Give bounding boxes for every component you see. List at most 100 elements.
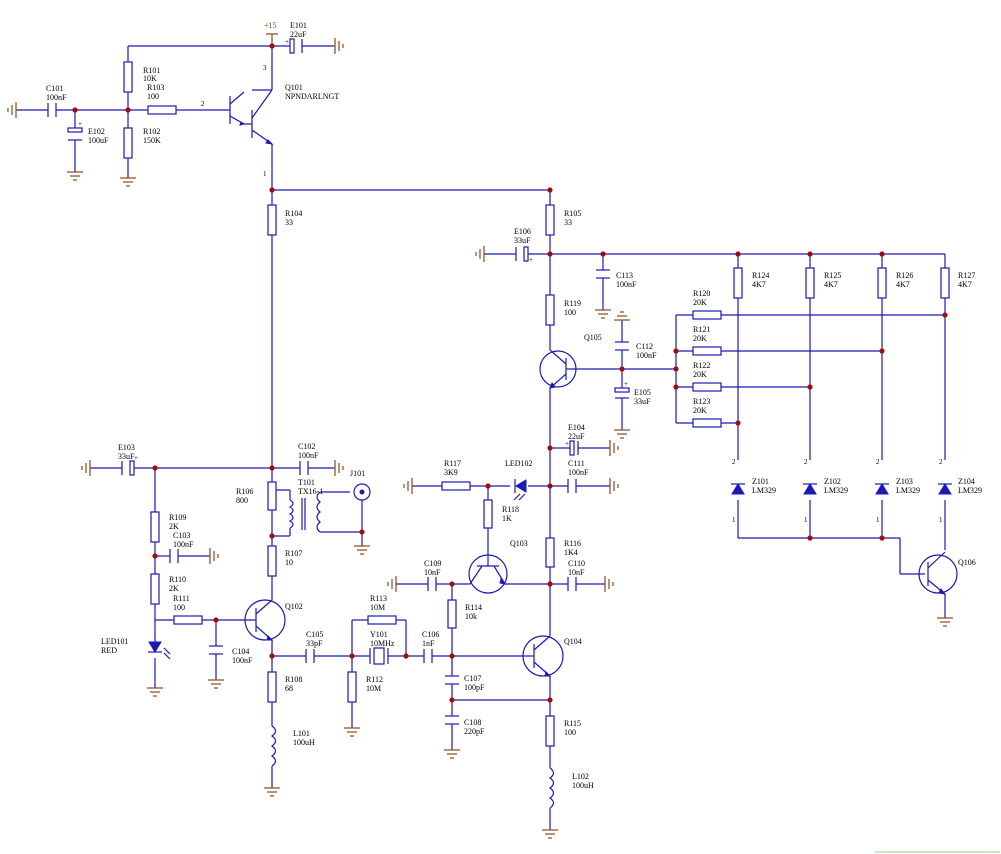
inductor-l102 xyxy=(548,767,555,809)
resistor-r119 xyxy=(545,294,555,326)
ground-symbol xyxy=(403,478,413,494)
r105-value: 33 xyxy=(564,218,572,227)
c104-value: 100nF xyxy=(232,656,253,665)
r117-value: 3K9 xyxy=(444,468,458,477)
zener-z101 xyxy=(731,483,745,495)
c102-ref: C102 xyxy=(298,442,315,451)
electrolytic-e104: + xyxy=(565,440,579,456)
r117-ref: R117 xyxy=(444,459,461,468)
resistor-r102 xyxy=(123,127,133,159)
c112-ref: C112 xyxy=(636,342,653,351)
capacitor-c109 xyxy=(427,577,437,591)
z101-value: LM329 xyxy=(752,486,776,495)
transistor-q103 xyxy=(468,554,508,594)
wires xyxy=(16,45,946,830)
r124-ref: R124 xyxy=(752,271,769,280)
r106-ref: R106 xyxy=(236,487,253,496)
ground-symbol xyxy=(209,548,219,564)
l101-ref: L101 xyxy=(293,729,310,738)
electrolytic-e103: + xyxy=(121,454,138,476)
r109-ref: R109 xyxy=(169,513,186,522)
resistor-r108 xyxy=(267,671,277,703)
resistor-r109 xyxy=(150,511,160,543)
r118-value: 1K xyxy=(502,514,512,523)
led-led101 xyxy=(148,641,171,660)
r103-value: 100 xyxy=(147,92,159,101)
r125-value: 4K7 xyxy=(824,280,838,289)
svg-text:+: + xyxy=(565,440,569,448)
ground-symbol xyxy=(609,478,619,494)
svg-text:2: 2 xyxy=(732,458,736,466)
e106-ref: E106 xyxy=(514,227,531,236)
transistor-q106 xyxy=(918,551,958,595)
ground-symbol xyxy=(595,309,611,319)
resistor-r124 xyxy=(733,267,743,299)
transistor-q101 xyxy=(229,89,274,145)
resistor-r123 xyxy=(692,418,722,428)
svg-text:1: 1 xyxy=(804,516,808,524)
r108-ref: R108 xyxy=(285,675,302,684)
e105-value: 33uF xyxy=(634,397,651,406)
r118-ref: R118 xyxy=(502,505,519,514)
r102-value: 150K xyxy=(143,136,161,145)
svg-text:2: 2 xyxy=(201,100,205,108)
r113-ref: R113 xyxy=(370,594,387,603)
led-led102 xyxy=(513,479,527,501)
c109-ref: C109 xyxy=(424,559,441,568)
t101-ref: T101 xyxy=(298,478,315,487)
ground-symbol xyxy=(67,171,83,181)
capacitor-c111 xyxy=(567,479,577,493)
e105-ref: E105 xyxy=(634,388,651,397)
q101-value: NPNDARLNGT xyxy=(285,92,339,101)
r103-ref: R103 xyxy=(147,83,164,92)
zener-z103 xyxy=(875,483,889,495)
c109-value: 10nF xyxy=(424,568,441,577)
ground-symbol xyxy=(81,460,91,476)
c110-value: 10nF xyxy=(568,568,585,577)
c112-value: 100nF xyxy=(636,351,657,360)
c111-value: 100nF xyxy=(568,468,589,477)
z102-value: LM329 xyxy=(824,486,848,495)
r111-ref: R111 xyxy=(173,594,190,603)
c107-ref: C107 xyxy=(464,674,481,683)
z104-value: LM329 xyxy=(958,486,982,495)
capacitor-c101 xyxy=(47,103,57,117)
svg-text:1: 1 xyxy=(876,516,880,524)
transistor-q104 xyxy=(522,628,564,677)
electrolytic-capacitors: + + + + + + xyxy=(67,38,630,476)
e101-value: 22uF xyxy=(290,30,307,39)
svg-text:+: + xyxy=(78,120,82,128)
electrolytic-e105: + xyxy=(614,380,630,399)
r127-value: 4K7 xyxy=(958,280,972,289)
resistor-r113 xyxy=(367,615,397,625)
e104-value: 22uF xyxy=(568,432,585,441)
component-labels: E101 22uF R101 10K R103 100 C101 100nF E… xyxy=(46,21,982,790)
capacitor-c108 xyxy=(445,715,459,725)
r121-ref: R121 xyxy=(693,325,710,334)
ground-symbol xyxy=(614,429,630,439)
c104-ref: C104 xyxy=(232,647,249,656)
svg-text:+: + xyxy=(624,380,628,388)
resistor-r110 xyxy=(150,573,160,605)
r116-ref: R116 xyxy=(564,539,581,548)
c105-value: 33pF xyxy=(306,639,323,648)
electrolytic-e101: + xyxy=(285,38,303,54)
ground-symbol xyxy=(334,38,344,54)
zener-z104 xyxy=(938,483,952,495)
r114-value: 10k xyxy=(465,612,477,621)
ground-symbol xyxy=(344,727,360,737)
resistor-r127 xyxy=(940,267,950,299)
r121-value: 20K xyxy=(693,334,707,343)
q103-ref: Q103 xyxy=(510,539,528,548)
diodes xyxy=(148,479,952,660)
q101-ref: Q101 xyxy=(285,83,303,92)
svg-text:+: + xyxy=(529,256,533,264)
transistor-q102 xyxy=(244,599,286,641)
r102-ref: R102 xyxy=(143,127,160,136)
c111-ref: C111 xyxy=(568,459,585,468)
ground-symbol xyxy=(7,102,17,118)
capacitor-c102 xyxy=(299,461,309,475)
r127-ref: R127 xyxy=(958,271,975,280)
resistor-r111 xyxy=(173,615,203,625)
z101-ref: Z101 xyxy=(752,477,769,486)
